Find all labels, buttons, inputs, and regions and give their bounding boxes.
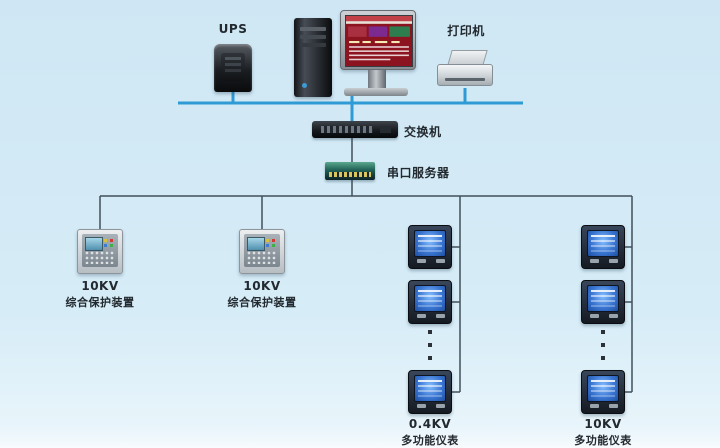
protection-panel bbox=[82, 234, 118, 267]
printer-label: 打印机 bbox=[447, 24, 485, 38]
multifunction-meter bbox=[581, 225, 625, 269]
protection-2-label: 10KV 综合保护装置 bbox=[216, 279, 308, 310]
printer-body bbox=[437, 64, 493, 86]
meter-lcd bbox=[587, 285, 619, 312]
protection-lcd bbox=[85, 237, 103, 251]
protection-device-2 bbox=[239, 229, 285, 274]
printer-output-slot bbox=[445, 78, 485, 81]
network-switch bbox=[312, 121, 398, 138]
monitor-screen bbox=[345, 15, 413, 67]
protection-panel bbox=[244, 234, 280, 267]
meter-lcd bbox=[587, 230, 619, 257]
meter-col-1-label: 0.4KV 多功能仪表 bbox=[387, 417, 473, 448]
meter-col-2-voltage: 10KV bbox=[584, 417, 622, 431]
multifunction-meter bbox=[581, 370, 625, 414]
printer-device bbox=[437, 50, 493, 92]
multifunction-meter bbox=[408, 370, 452, 414]
scada-screen-content bbox=[346, 16, 412, 66]
ethernet-bus bbox=[178, 88, 523, 121]
serial-server-label: 串口服务器 bbox=[387, 166, 450, 180]
multifunction-meter bbox=[408, 225, 452, 269]
serial-port-server bbox=[325, 162, 375, 180]
protection-device-1 bbox=[77, 229, 123, 274]
protection-1-name: 综合保护装置 bbox=[65, 296, 135, 309]
ellipsis-dots bbox=[601, 330, 605, 334]
multifunction-meter bbox=[408, 280, 452, 324]
pc-tower bbox=[294, 18, 332, 97]
meter-col-2-name: 多功能仪表 bbox=[574, 434, 632, 447]
protection-keypad bbox=[85, 251, 115, 264]
protection-keypad bbox=[247, 251, 277, 264]
protection-lcd bbox=[247, 237, 265, 251]
monitor bbox=[340, 10, 416, 70]
meter-lcd bbox=[414, 375, 446, 402]
meter-col-2-label: 10KV 多功能仪表 bbox=[560, 417, 646, 448]
ellipsis-dots bbox=[428, 330, 432, 334]
meter-col-1-name: 多功能仪表 bbox=[401, 434, 459, 447]
monitor-stand bbox=[368, 70, 386, 88]
meter-lcd bbox=[414, 230, 446, 257]
protection-2-voltage: 10KV bbox=[243, 279, 281, 293]
ups-device bbox=[214, 44, 252, 92]
meter-lcd bbox=[587, 375, 619, 402]
protection-leds bbox=[272, 239, 275, 242]
serial-branch-lines bbox=[99, 138, 633, 393]
ups-label: UPS bbox=[218, 22, 248, 36]
ups-front-panel bbox=[221, 53, 245, 81]
meter-lcd bbox=[414, 285, 446, 312]
protection-1-voltage: 10KV bbox=[81, 279, 119, 293]
multifunction-meter bbox=[581, 280, 625, 324]
protection-2-name: 综合保护装置 bbox=[227, 296, 297, 309]
protection-leds bbox=[110, 239, 113, 242]
monitor-base bbox=[344, 88, 408, 96]
meter-col-1-voltage: 0.4KV bbox=[408, 417, 452, 431]
protection-1-label: 10KV 综合保护装置 bbox=[54, 279, 146, 310]
switch-label: 交换机 bbox=[404, 125, 442, 139]
